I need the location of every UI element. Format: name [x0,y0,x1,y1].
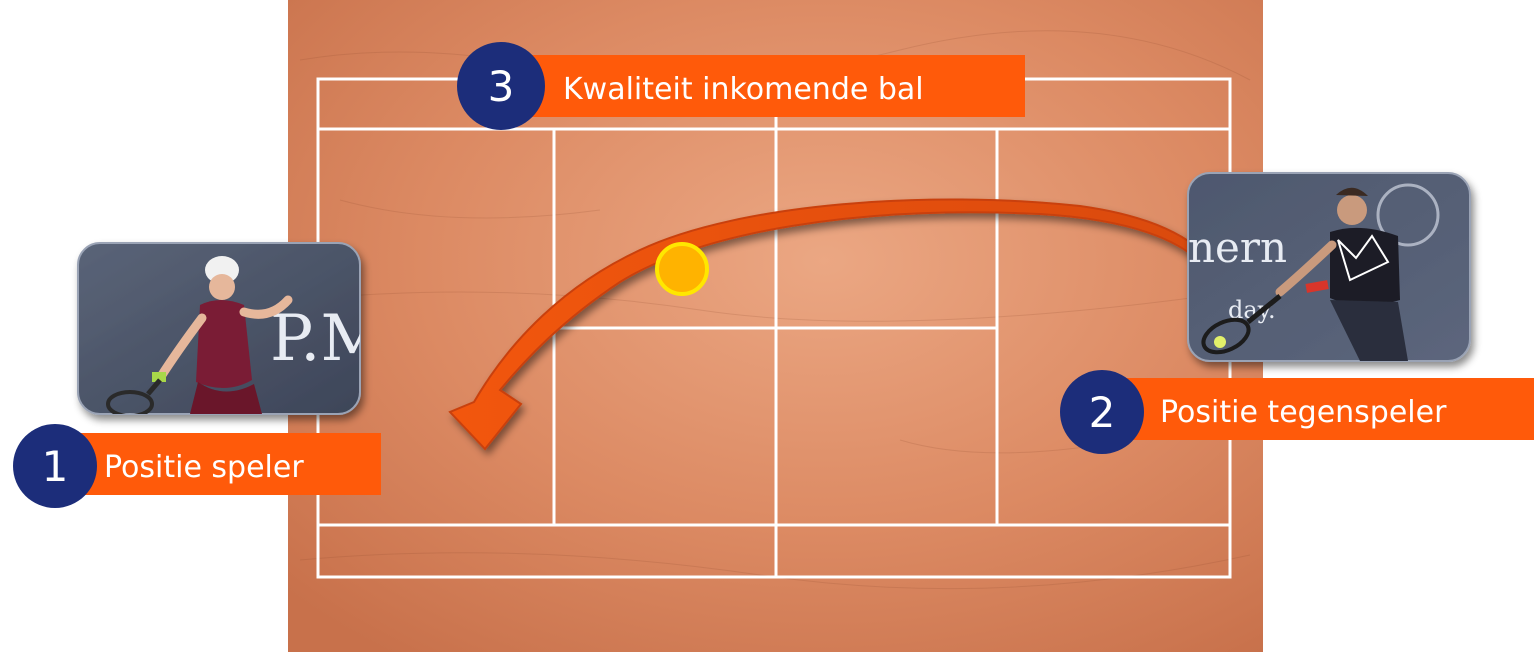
number-badge-text: 2 [1089,388,1116,437]
photo-background-text: P.M [270,302,386,376]
number-badge [13,424,97,508]
number-badge-text: 1 [42,442,69,491]
opponent-photo: nern day. [1187,172,1471,362]
label-text: Kwaliteit inkomende bal [563,72,924,107]
label-bar [78,433,381,495]
curved-arrow-icon [448,198,1227,451]
label-player-position: Positie speler 1 [13,424,381,508]
photo-background-text: nern [1188,223,1287,272]
number-badge [1060,370,1144,454]
number-badge-text: 3 [488,62,515,111]
label-opponent-position: Positie tegenspeler 2 [1060,370,1534,454]
tennis-ball-icon [655,242,709,296]
player-photo: P.M [77,242,386,415]
label-bar [1118,378,1534,440]
label-incoming-ball-quality: Kwaliteit inkomende bal 3 [457,42,1025,130]
label-text: Positie speler [104,450,304,485]
label-text: Positie tegenspeler [1160,395,1447,430]
label-bar [520,55,1025,117]
number-badge [457,42,545,130]
